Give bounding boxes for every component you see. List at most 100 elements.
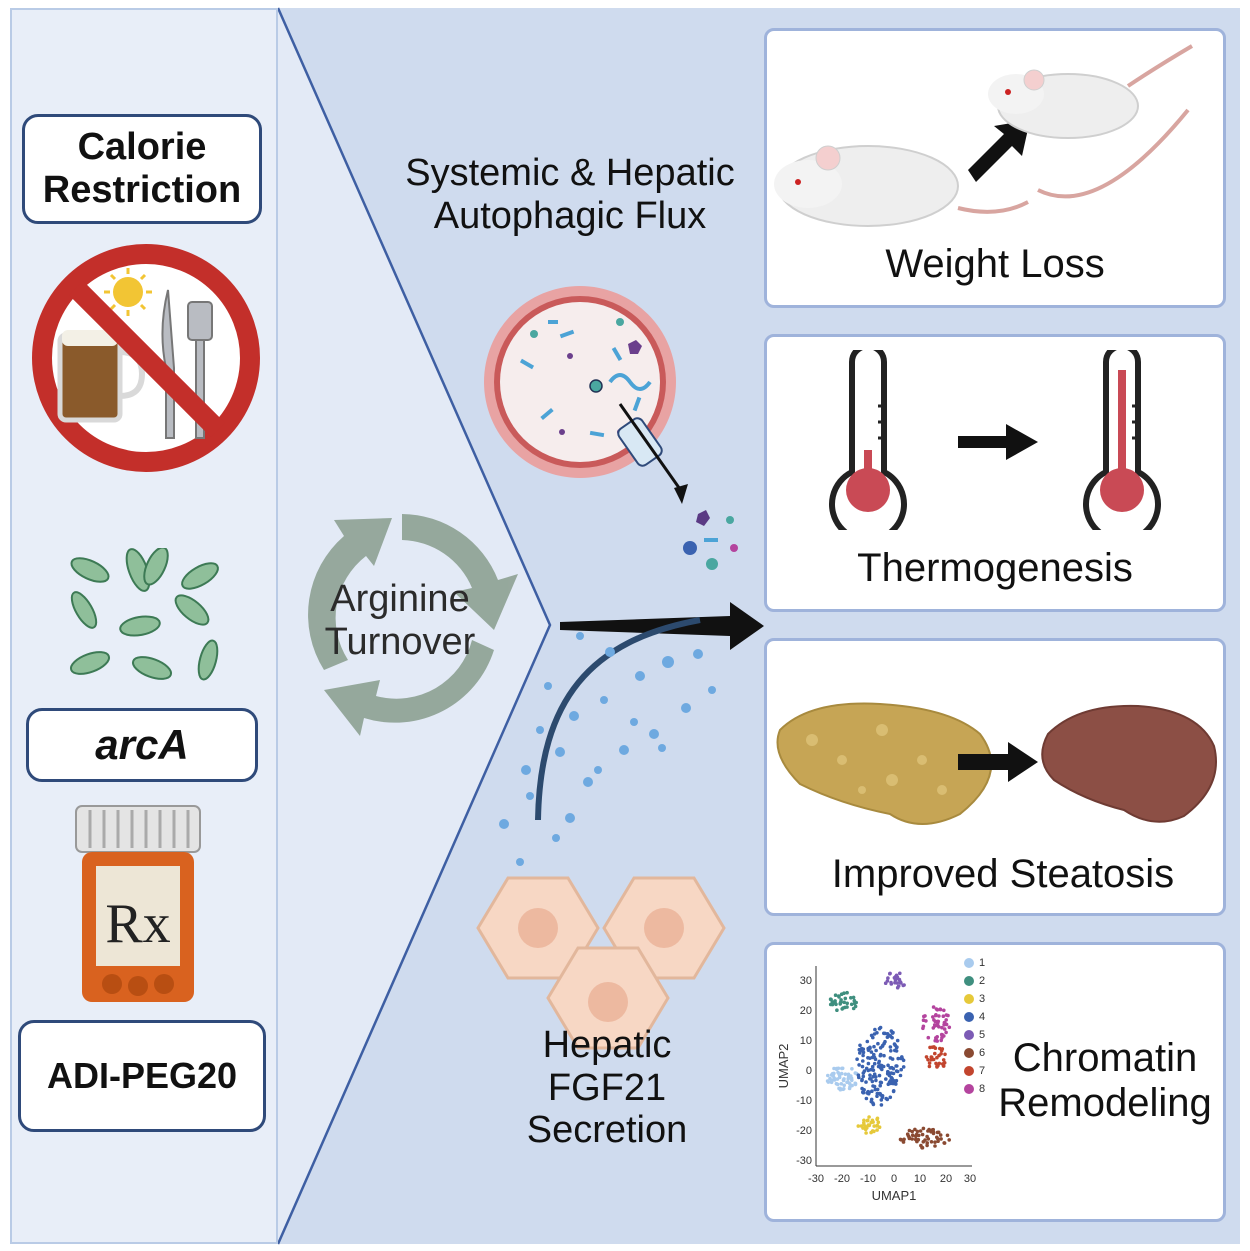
svg-text:-30: -30 [796, 1155, 812, 1167]
pill-bottle-icon: Rx [75, 805, 201, 1002]
umap-point [861, 1090, 866, 1095]
umap-point [899, 1067, 903, 1072]
liver-icons [776, 702, 1217, 825]
umap-point [839, 998, 843, 1002]
umap-point [862, 1121, 866, 1125]
umap-point [918, 1129, 923, 1133]
umap-point [895, 981, 899, 985]
umap-point [864, 1096, 869, 1101]
umap-point [931, 1015, 935, 1019]
umap-point [879, 1063, 884, 1068]
umap-point [901, 983, 905, 988]
arginine-turnover-label: Arginine Turnover [324, 578, 476, 663]
umap-point [836, 1070, 840, 1075]
umap-point [861, 1053, 865, 1058]
umap-point [871, 1035, 875, 1040]
umap-point [898, 980, 902, 985]
umap-point [862, 1069, 867, 1073]
arca-label: arcA [26, 708, 258, 782]
umap-point [941, 1014, 946, 1018]
umap-point [937, 1014, 941, 1018]
umap-point [910, 1133, 915, 1137]
umap-point [875, 1128, 879, 1132]
umap-point [926, 1035, 931, 1040]
umap-point [839, 1071, 844, 1076]
umap-point [933, 1046, 938, 1050]
umap-point [875, 1094, 879, 1098]
umap-point [889, 1071, 894, 1075]
umap-point [864, 1131, 868, 1135]
umap-point [875, 1031, 879, 1035]
umap-point [921, 1026, 925, 1031]
umap-point [888, 1034, 893, 1039]
umap-point [838, 1087, 843, 1092]
umap-point [861, 1074, 866, 1079]
umap-point [869, 1130, 873, 1135]
umap-point [845, 990, 849, 995]
umap-point [841, 1006, 845, 1010]
umap-point [861, 1059, 865, 1063]
umap-point [876, 1120, 881, 1124]
svg-text:0: 0 [891, 1173, 897, 1185]
umap-point [865, 1126, 869, 1130]
umap-point [828, 997, 833, 1001]
umap-point [895, 1038, 900, 1043]
umap-point [860, 1086, 864, 1091]
svg-text:0: 0 [806, 1065, 812, 1077]
umap-point [898, 1073, 903, 1078]
umap-point [914, 1137, 918, 1142]
umap-point [947, 1138, 951, 1142]
umap-point [924, 1019, 928, 1023]
umap-point [939, 1137, 943, 1141]
umap-point [874, 1048, 878, 1053]
umap-point [835, 1008, 839, 1012]
umap-point [902, 1137, 906, 1142]
umap-point [887, 1080, 892, 1085]
svg-text:-20: -20 [796, 1125, 812, 1137]
umap-point [933, 1144, 937, 1148]
legend-item: 8 [964, 1080, 994, 1098]
umap-point [890, 1031, 895, 1035]
svg-text:30: 30 [964, 1173, 976, 1185]
umap-point [866, 1123, 871, 1127]
legend-item: 7 [964, 1062, 994, 1080]
umap-point [942, 1008, 946, 1013]
umap-point [913, 1127, 917, 1132]
umap-point [875, 1091, 880, 1096]
umap-point [941, 1064, 946, 1068]
umap-point [927, 1064, 932, 1069]
umap-point [872, 1084, 877, 1089]
umap-point [942, 1027, 947, 1031]
umap-point [917, 1133, 921, 1138]
umap-point [937, 1025, 941, 1029]
umap-point [938, 1007, 943, 1012]
umap-point [860, 1064, 865, 1069]
chromatin-panel [764, 942, 1226, 1222]
umap-point [936, 1137, 940, 1141]
legend-item: 2 [964, 972, 994, 990]
umap-point [837, 1075, 842, 1080]
umap-point [868, 1073, 872, 1077]
umap-point [845, 1080, 849, 1085]
umap-point [894, 973, 899, 978]
umap-point [852, 1001, 857, 1006]
umap-point [850, 1067, 854, 1071]
umap-point [872, 1044, 876, 1049]
umap-point [859, 1048, 864, 1052]
no-food-icon [32, 244, 260, 472]
umap-point [826, 1073, 830, 1078]
umap-point [886, 976, 890, 980]
umap-point [886, 1069, 890, 1074]
umap-point [894, 1078, 899, 1083]
svg-text:20: 20 [800, 1005, 812, 1017]
umap-point [931, 1026, 936, 1030]
umap-point [923, 1138, 927, 1142]
umap-point [901, 1140, 906, 1144]
umap-point [888, 1045, 893, 1049]
umap-point [866, 1118, 870, 1123]
umap-point [894, 1082, 898, 1086]
mouse-icon [774, 44, 1194, 227]
umap-point [935, 1055, 939, 1060]
umap-point [931, 1005, 936, 1009]
umap-point [872, 1052, 876, 1057]
